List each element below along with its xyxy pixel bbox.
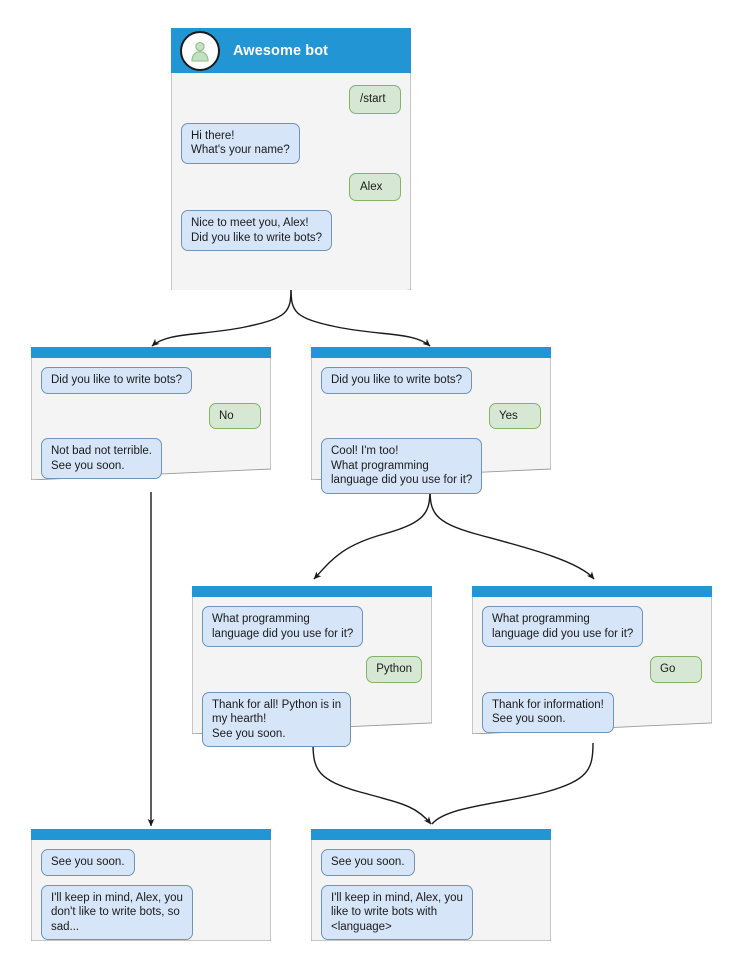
message-row: I'll keep in mind, Alex, you don't like … bbox=[41, 884, 261, 940]
node-root[interactable]: Awesome bot /start Hi there! What's your… bbox=[171, 28, 411, 290]
bot-message-bubble: See you soon. bbox=[321, 849, 415, 876]
message-row: Did you like to write bots? bbox=[321, 367, 541, 394]
node-no-branch-messages: Did you like to write bots? No Not bad n… bbox=[31, 358, 271, 480]
edge-python-to-end-happy bbox=[312, 742, 432, 825]
node-python-branch[interactable]: What programming language did you use fo… bbox=[192, 586, 432, 747]
message-row: See you soon. bbox=[41, 849, 261, 876]
user-message-bubble: Go bbox=[650, 656, 702, 683]
message-row: Nice to meet you, Alex! Did you like to … bbox=[181, 210, 401, 251]
message-row: I'll keep in mind, Alex, you like to wri… bbox=[321, 884, 541, 940]
message-row: Thank for information! See you soon. bbox=[482, 691, 702, 733]
message-row: Thank for all! Python is in my hearth! S… bbox=[202, 691, 422, 747]
node-yes-branch[interactable]: Did you like to write bots? Yes Cool! I'… bbox=[311, 347, 551, 494]
bot-message-bubble: What programming language did you use fo… bbox=[202, 606, 364, 647]
node-python-branch-messages: What programming language did you use fo… bbox=[192, 597, 432, 747]
user-message-bubble: Python bbox=[366, 656, 422, 683]
message-row: Not bad not terrible. See you soon. bbox=[41, 438, 261, 479]
node-go-branch[interactable]: What programming language did you use fo… bbox=[472, 586, 712, 734]
bot-message-bubble: Not bad not terrible. See you soon. bbox=[41, 438, 163, 479]
user-message-bubble: /start bbox=[349, 85, 401, 114]
user-message-bubble: Yes bbox=[489, 402, 541, 429]
node-python-branch-header bbox=[192, 586, 432, 597]
message-row: Python bbox=[202, 656, 422, 683]
message-row: Yes bbox=[321, 402, 541, 429]
bot-message-bubble: I'll keep in mind, Alex, you don't like … bbox=[41, 884, 193, 940]
node-end-sad[interactable]: See you soon. I'll keep in mind, Alex, y… bbox=[31, 829, 271, 941]
node-root-messages: /start Hi there! What's your name? Alex … bbox=[171, 73, 411, 290]
bot-message-bubble: Nice to meet you, Alex! Did you like to … bbox=[181, 210, 333, 251]
node-end-sad-header bbox=[31, 829, 271, 840]
person-avatar-icon bbox=[180, 30, 220, 71]
node-end-happy-header bbox=[311, 829, 551, 840]
message-row: What programming language did you use fo… bbox=[202, 606, 422, 647]
node-end-happy-messages: See you soon. I'll keep in mind, Alex, y… bbox=[311, 840, 551, 941]
node-end-happy[interactable]: See you soon. I'll keep in mind, Alex, y… bbox=[311, 829, 551, 941]
edge-root-to-no bbox=[151, 287, 292, 347]
message-row: Cool! I'm too! What programming language… bbox=[321, 438, 541, 494]
edge-go-to-end-happy bbox=[431, 742, 594, 825]
message-row: No bbox=[41, 402, 261, 429]
message-row: /start bbox=[181, 85, 401, 114]
bot-title: Awesome bot bbox=[233, 42, 329, 59]
bot-message-bubble: What programming language did you use fo… bbox=[482, 606, 644, 647]
message-row: Did you like to write bots? bbox=[41, 367, 261, 394]
edge-root-to-yes bbox=[290, 287, 431, 347]
message-row: What programming language did you use fo… bbox=[482, 606, 702, 647]
bot-message-bubble: Hi there! What's your name? bbox=[181, 122, 300, 164]
node-no-branch-header bbox=[31, 347, 271, 358]
bot-message-bubble: Thank for information! See you soon. bbox=[482, 691, 614, 733]
bot-message-bubble: See you soon. bbox=[41, 849, 135, 876]
message-row: See you soon. bbox=[321, 849, 541, 876]
message-row: Hi there! What's your name? bbox=[181, 122, 401, 164]
bot-message-bubble: Did you like to write bots? bbox=[41, 367, 193, 394]
bot-message-bubble: I'll keep in mind, Alex, you like to wri… bbox=[321, 884, 473, 940]
user-message-bubble: No bbox=[209, 402, 261, 429]
node-end-sad-messages: See you soon. I'll keep in mind, Alex, y… bbox=[31, 840, 271, 941]
bot-message-bubble: Cool! I'm too! What programming language… bbox=[321, 438, 483, 494]
node-go-branch-header bbox=[472, 586, 712, 597]
edge-yes-to-python bbox=[313, 487, 431, 580]
bot-message-bubble: Thank for all! Python is in my hearth! S… bbox=[202, 691, 352, 747]
node-yes-branch-messages: Did you like to write bots? Yes Cool! I'… bbox=[311, 358, 551, 494]
edge-yes-to-go bbox=[429, 487, 595, 580]
message-row: Go bbox=[482, 656, 702, 683]
message-row: Alex bbox=[181, 172, 401, 201]
user-message-bubble: Alex bbox=[349, 172, 401, 201]
node-yes-branch-header bbox=[311, 347, 551, 358]
bot-message-bubble: Did you like to write bots? bbox=[321, 367, 473, 394]
node-no-branch[interactable]: Did you like to write bots? No Not bad n… bbox=[31, 347, 271, 480]
node-root-header: Awesome bot bbox=[171, 28, 411, 73]
node-go-branch-messages: What programming language did you use fo… bbox=[472, 597, 712, 734]
